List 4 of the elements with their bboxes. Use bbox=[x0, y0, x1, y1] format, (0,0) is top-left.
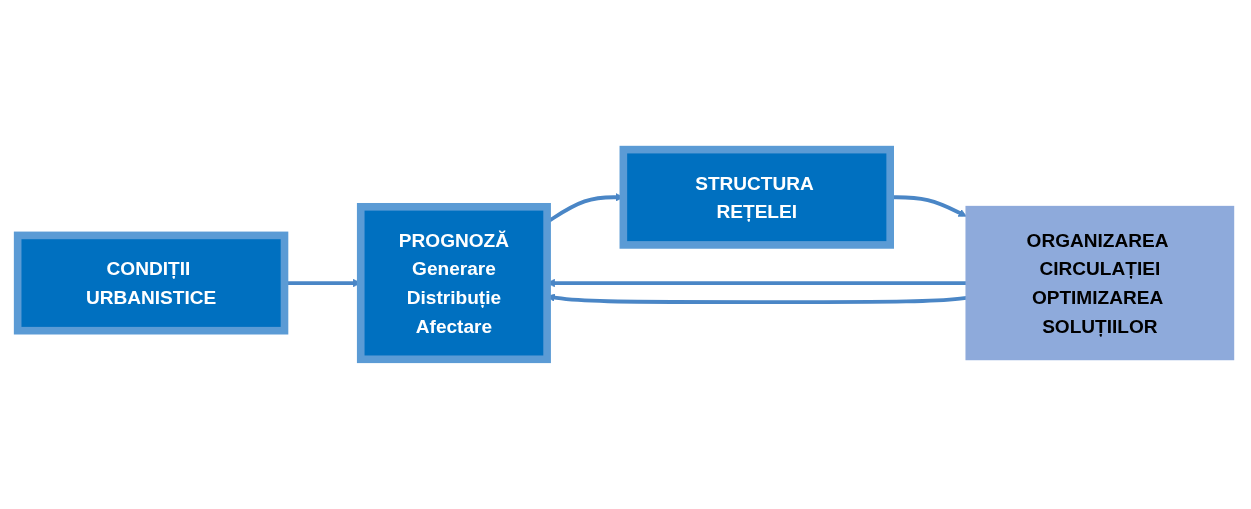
node-box: ORGANIZAREA CIRCULAȚIEI OPTIMIZAREA SOLUȚIILOR bbox=[965, 205, 1235, 361]
node-box: CONDIȚII URBANISTICE bbox=[13, 231, 289, 335]
node-box: PROGNOZĂ Generare Distribuție Afectare bbox=[356, 203, 551, 364]
node-box: STRUCTURA REȚELEI bbox=[619, 145, 895, 249]
